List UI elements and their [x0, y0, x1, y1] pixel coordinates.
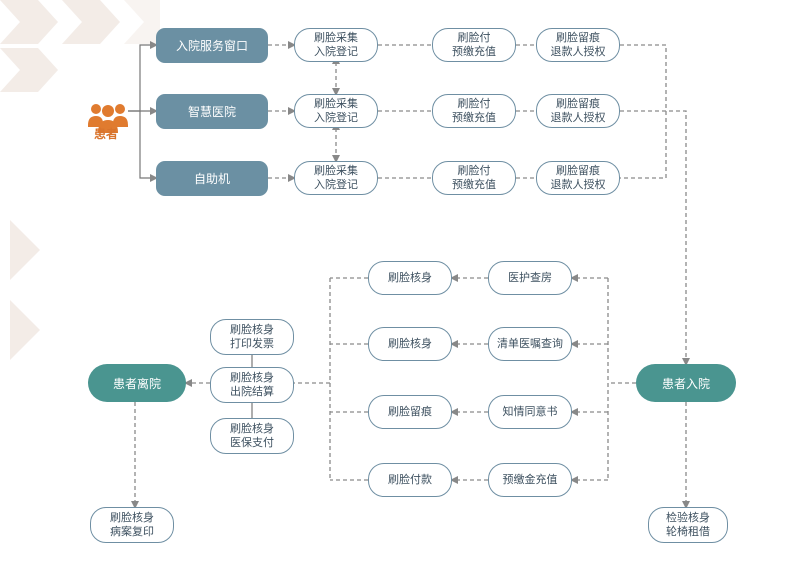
step-pill: 刷脸付 预缴充值 — [432, 161, 516, 195]
service-left-pill: 刷脸核身 — [368, 261, 452, 295]
step-pill: 刷脸采集 入院登记 — [294, 161, 378, 195]
discharge-step-pill: 刷脸核身 出院结算 — [210, 367, 294, 403]
discharge-step-pill: 刷脸核身 打印发票 — [210, 319, 294, 355]
entry-box: 智慧医院 — [156, 94, 268, 129]
to-admission — [620, 110, 690, 366]
step-pill: 刷脸留痕 退款人授权 — [536, 161, 620, 195]
service-right-pill: 清单医嘱查询 — [488, 327, 572, 361]
admission-extra-pill: 检验核身 轮椅租借 — [648, 507, 728, 543]
service-left-pill: 刷脸核身 — [368, 327, 452, 361]
step-pill: 刷脸采集 入院登记 — [294, 94, 378, 128]
service-right-pill: 预缴金充值 — [488, 463, 572, 497]
entry-box: 自助机 — [156, 161, 268, 196]
discharge-step-pill: 刷脸核身 医保支付 — [210, 418, 294, 454]
discharge-node: 患者离院 — [88, 364, 186, 402]
step-pill: 刷脸留痕 退款人授权 — [536, 28, 620, 62]
service-left-pill: 刷脸留痕 — [368, 395, 452, 429]
step-pill: 刷脸付 预缴充值 — [432, 94, 516, 128]
admission-node: 患者入院 — [636, 364, 736, 402]
entry-box: 入院服务窗口 — [156, 28, 268, 63]
service-left-pill: 刷脸付款 — [368, 463, 452, 497]
patients-icon — [88, 104, 128, 133]
patient-to-entry — [139, 111, 158, 182]
patient-label: 患者 — [93, 127, 118, 141]
discharge-extra-pill: 刷脸核身 病案复印 — [90, 507, 174, 543]
step-pill: 刷脸付 预缴充值 — [432, 28, 516, 62]
step-pill: 刷脸采集 入院登记 — [294, 28, 378, 62]
step-pill: 刷脸留痕 退款人授权 — [536, 94, 620, 128]
service-right-pill: 知情同意书 — [488, 395, 572, 429]
service-right-pill: 医护查房 — [488, 261, 572, 295]
